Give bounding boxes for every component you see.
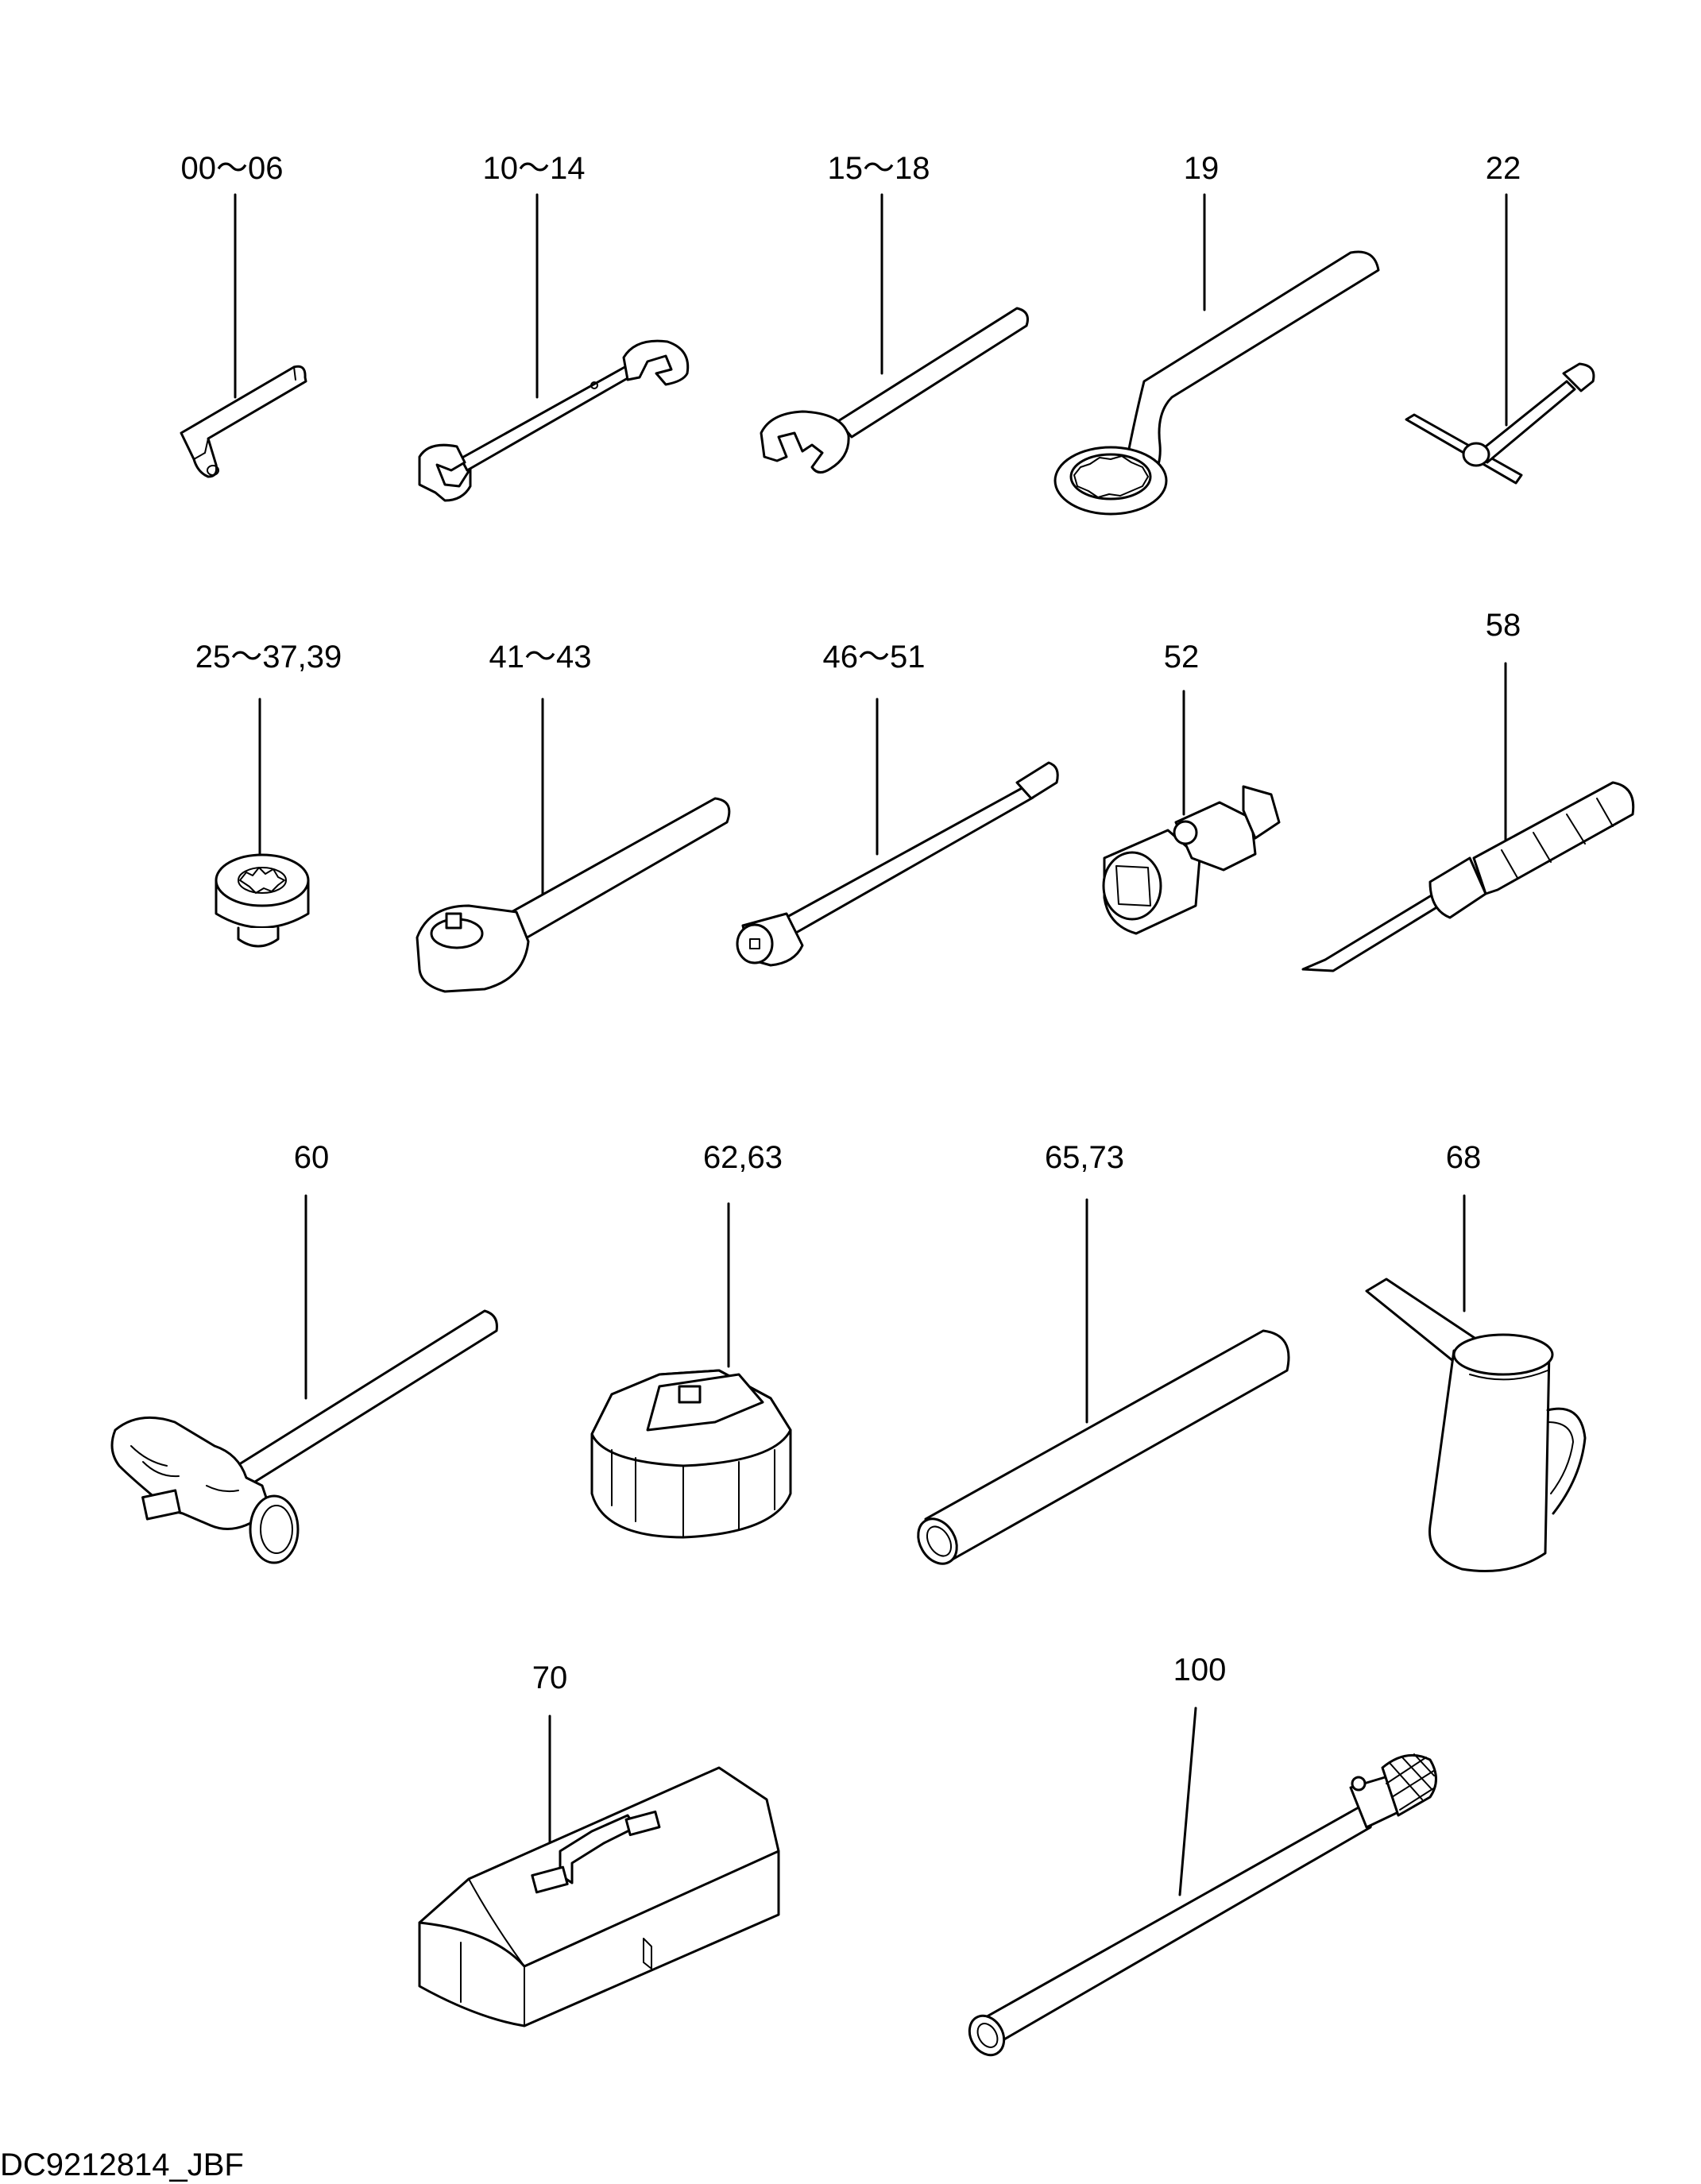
double-wrench-drawing xyxy=(418,339,690,502)
part-bar-pipe: 65,73 xyxy=(917,1140,1290,1565)
part-grease-gun-pipe: 100 xyxy=(968,1652,1437,2057)
hammer-drawing xyxy=(110,1309,498,1564)
part-label-hex-key: 00〜06 xyxy=(181,151,284,186)
grease-gun-pipe-drawing xyxy=(968,1753,1437,2057)
part-label-screwdriver: 58 xyxy=(1486,608,1521,643)
drawing-reference: DC9212814_JBF xyxy=(0,2147,244,2182)
part-label-offset-ring-wrench: 19 xyxy=(1184,151,1220,186)
part-label-socket: 25〜37,39 xyxy=(195,640,342,675)
part-extension-bar: 46〜51 xyxy=(736,640,1059,967)
oil-can-drawing xyxy=(1365,1278,1587,1572)
part-label-hammer: 60 xyxy=(294,1140,330,1175)
ratchet-handle-drawing xyxy=(416,797,731,993)
part-label-oil-can: 68 xyxy=(1446,1140,1482,1175)
extension-bar-drawing xyxy=(736,761,1059,967)
offset-ring-wrench-drawing xyxy=(1053,250,1380,516)
part-label-universal-joint: 52 xyxy=(1164,640,1200,675)
part-label-single-wrench: 15〜18 xyxy=(828,151,930,186)
part-label-filter-wrench: 62,63 xyxy=(703,1140,783,1175)
screwdriver-drawing xyxy=(1301,781,1635,972)
tool-box-drawing xyxy=(418,1766,780,2027)
part-offset-ring-wrench: 19 xyxy=(1053,151,1380,516)
part-label-t-socket-wrench: 22 xyxy=(1486,151,1521,186)
part-oil-can: 68 xyxy=(1365,1140,1587,1572)
t-socket-wrench-drawing xyxy=(1405,362,1595,485)
part-tool-box: 70 xyxy=(418,1660,780,2027)
part-label-ratchet-handle: 41〜43 xyxy=(489,640,592,675)
part-universal-joint: 52 xyxy=(1102,640,1281,935)
filter-wrench-drawing xyxy=(590,1369,792,1539)
part-label-double-wrench: 10〜14 xyxy=(483,151,586,186)
leader-line xyxy=(1178,1707,1197,1896)
part-label-tool-box: 70 xyxy=(532,1660,568,1695)
part-hex-key: 00〜06 xyxy=(180,151,307,478)
universal-joint-drawing xyxy=(1102,785,1281,935)
part-ratchet-handle: 41〜43 xyxy=(416,640,731,993)
socket-drawing xyxy=(215,853,310,948)
single-wrench-drawing xyxy=(760,307,1029,474)
part-screwdriver: 58 xyxy=(1301,608,1635,972)
bar-pipe-drawing xyxy=(917,1329,1290,1565)
part-single-wrench: 15〜18 xyxy=(760,151,1029,474)
part-label-bar-pipe: 65,73 xyxy=(1045,1140,1124,1175)
part-label-extension-bar: 46〜51 xyxy=(823,640,926,675)
hex-key-drawing xyxy=(180,365,307,478)
part-label-grease-gun-pipe: 100 xyxy=(1173,1652,1227,1687)
part-socket: 25〜37,39 xyxy=(195,640,342,948)
part-double-wrench: 10〜14 xyxy=(418,151,690,502)
part-t-socket-wrench: 22 xyxy=(1405,151,1595,485)
part-filter-wrench: 62,63 xyxy=(590,1140,792,1539)
part-hammer: 60 xyxy=(110,1140,498,1564)
